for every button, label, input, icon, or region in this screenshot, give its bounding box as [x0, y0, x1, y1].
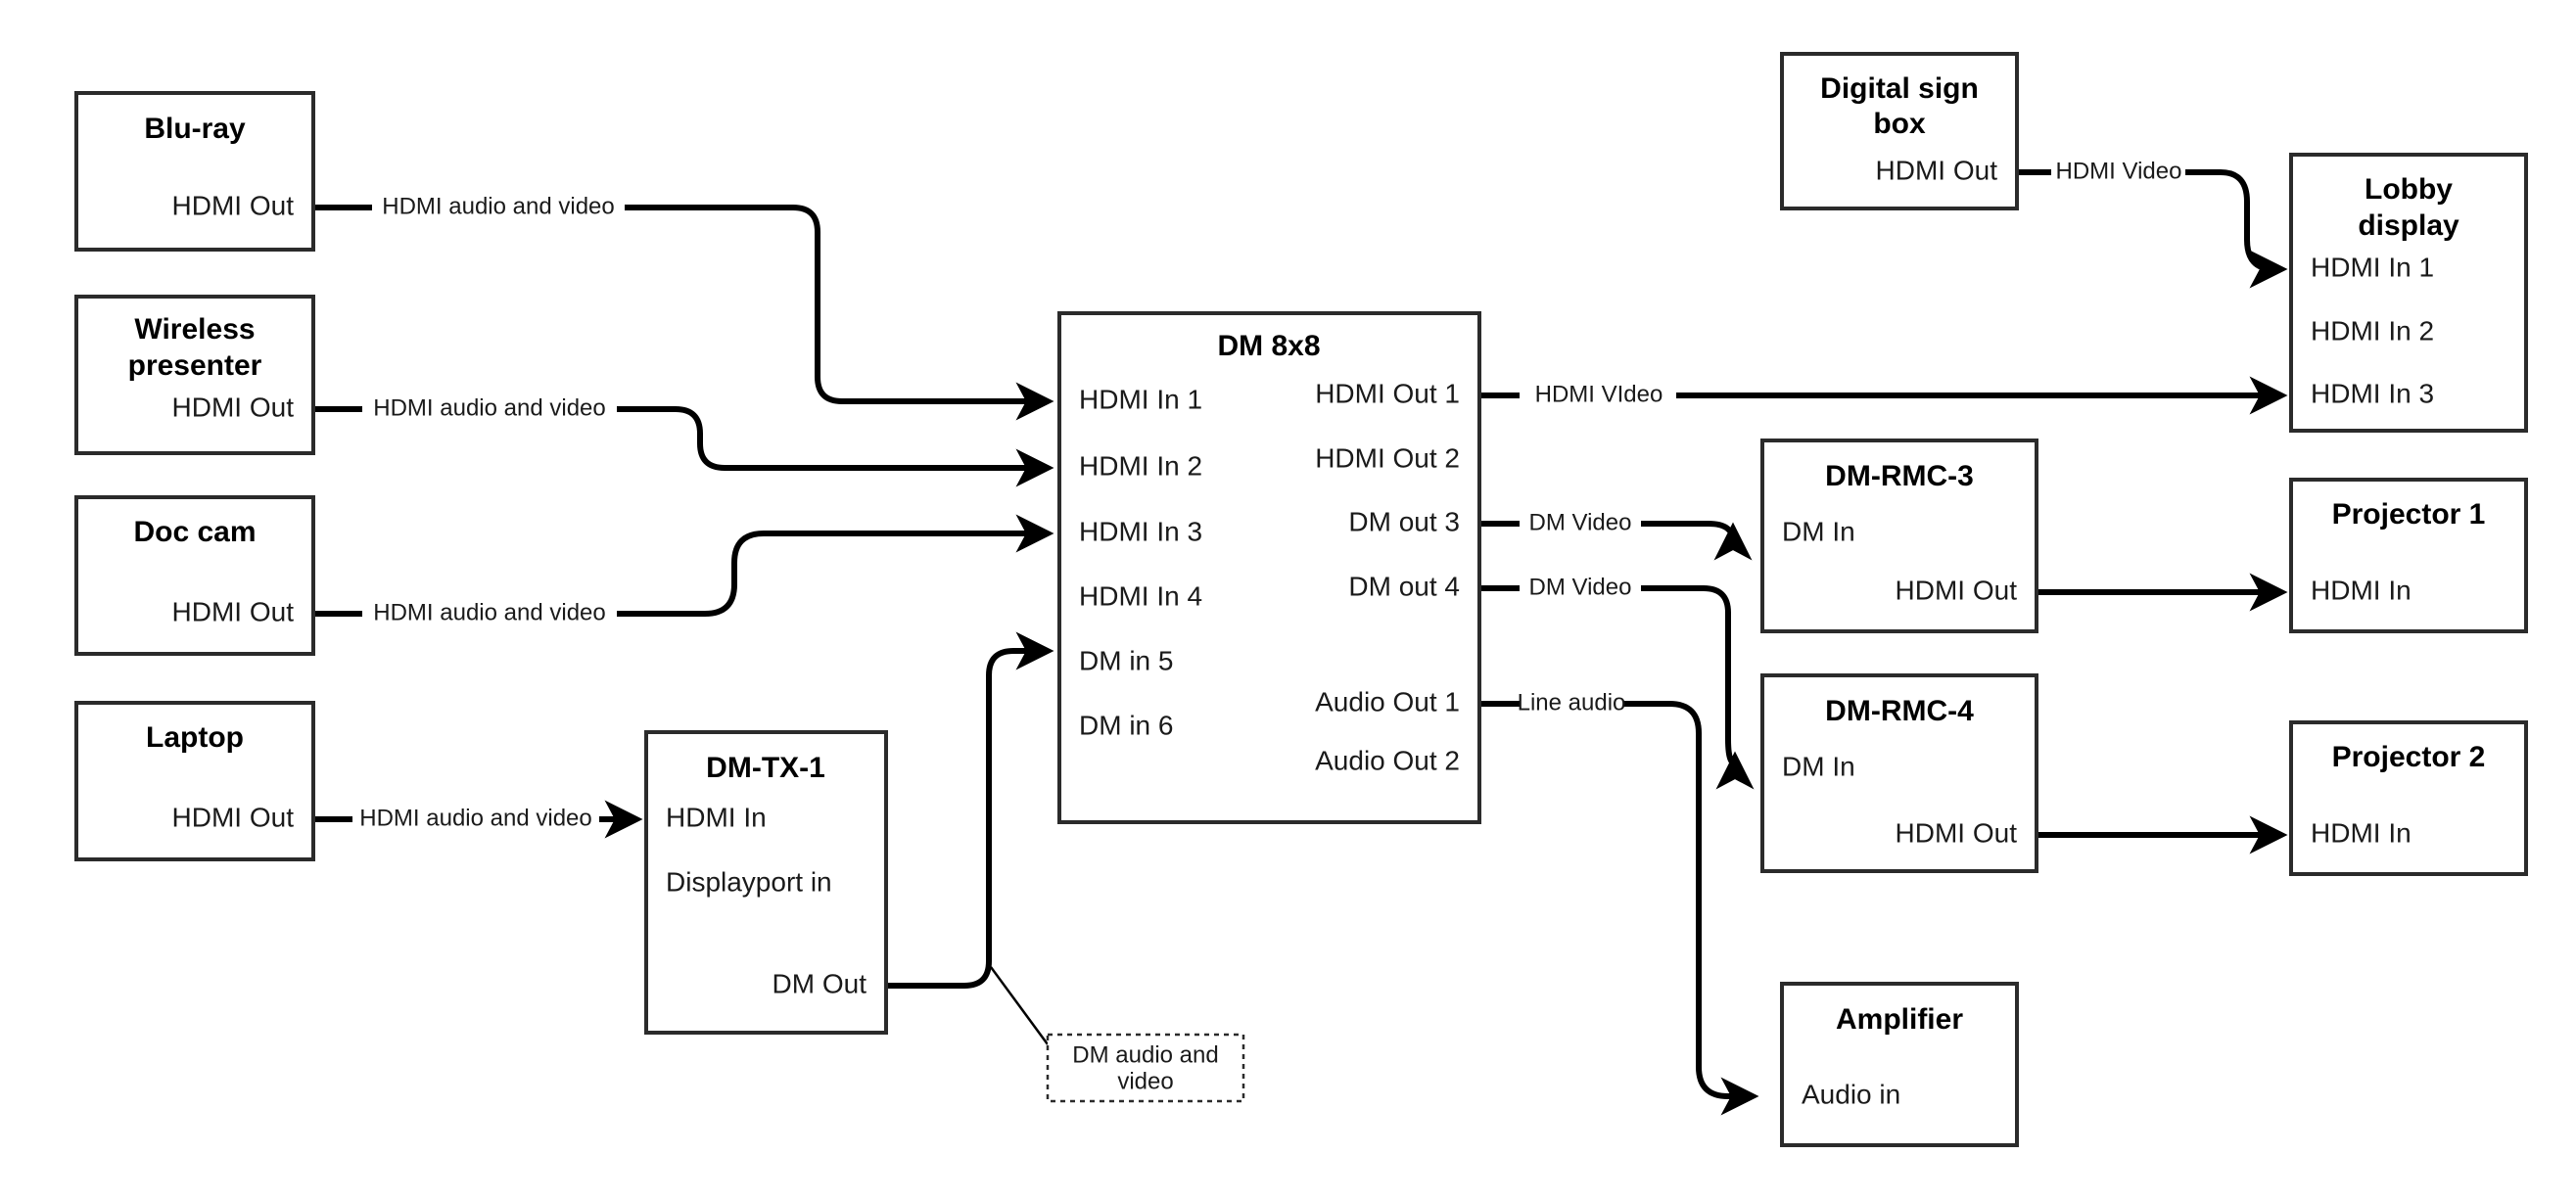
doc-cam-port-hdmi-out: HDMI Out	[172, 596, 295, 626]
dm-8x8-title: DM 8x8	[1217, 330, 1320, 362]
edge-label-doccam: HDMI audio and video	[373, 599, 605, 625]
dm-rmc-4-title: DM-RMC-4	[1825, 695, 1974, 727]
edge-dm-hdmi-out-1: HDMI VIdeo	[1479, 376, 2288, 415]
edge-bluray-to-dm-in-1: HDMI audio and video	[313, 193, 1054, 421]
dm-8x8-port-hdmi-in-4: HDMI In 4	[1079, 580, 1202, 611]
laptop-box[interactable]	[74, 701, 315, 861]
node-dm-rmc-3[interactable]: DM-RMC-3 DM In HDMI Out	[1760, 439, 2038, 633]
blu-ray-box[interactable]	[74, 91, 315, 252]
digital-sign-box-box[interactable]	[1780, 52, 2019, 210]
blu-ray-port-hdmi-out: HDMI Out	[172, 190, 295, 220]
dm-8x8-port-dm-in-5: DM in 5	[1079, 645, 1173, 675]
dm-8x8-port-hdmi-out-2: HDMI Out 2	[1315, 442, 1460, 473]
node-wireless-presenter[interactable]: Wireless presenter HDMI Out	[74, 295, 315, 455]
dm-tx-1-title: DM-TX-1	[706, 752, 825, 784]
lobby-display-port-hdmi-in-3: HDMI In 3	[2311, 378, 2434, 408]
edge-dmtx-to-dm-in-5	[886, 631, 1054, 1045]
edge-wireless-to-dm-in-2: HDMI audio and video	[313, 394, 1054, 487]
lobby-display-box[interactable]	[2289, 153, 2528, 433]
edge-label-dm-video-3: DM Video	[1529, 509, 1632, 535]
dm-8x8-port-hdmi-out-1: HDMI Out 1	[1315, 378, 1460, 408]
doc-cam-title: Doc cam	[133, 516, 256, 548]
dm-audio-video-callout-line-1: DM audio and	[1072, 1041, 1218, 1068]
edge-dm-out-4: DM Video	[1479, 574, 1755, 790]
edge-laptop-to-dmtx: HDMI audio and video	[313, 800, 643, 839]
lobby-display-title-line-2: display	[2358, 209, 2459, 242]
dm-rmc-4-port-dm-in: DM In	[1782, 751, 1855, 781]
node-lobby-display[interactable]: Lobby display HDMI In 1 HDMI In 2 HDMI I…	[2289, 153, 2528, 433]
lobby-display-port-hdmi-in-2: HDMI In 2	[2311, 315, 2434, 346]
projector-1-box[interactable]	[2289, 478, 2528, 633]
amplifier-box[interactable]	[1780, 982, 2019, 1147]
digital-sign-box-title-line-2: box	[1873, 108, 1926, 140]
dm-8x8-port-hdmi-in-1: HDMI In 1	[1079, 384, 1202, 414]
lobby-display-title-line-1: Lobby	[2365, 173, 2453, 206]
doc-cam-box[interactable]	[74, 495, 315, 656]
edge-label-laptop: HDMI audio and video	[359, 805, 591, 831]
laptop-title: Laptop	[146, 721, 244, 754]
edge-audio-out-1: Line audio	[1479, 689, 1759, 1116]
dm-rmc-3-port-hdmi-out: HDMI Out	[1896, 575, 2018, 605]
edge-label-hdmi-video-sign: HDMI Video	[2056, 158, 2182, 184]
edge-label-dm-video-4: DM Video	[1529, 574, 1632, 600]
amplifier-port-audio-in: Audio in	[1802, 1079, 1900, 1109]
dm-8x8-box[interactable]	[1057, 311, 1481, 824]
dm-8x8-port-audio-out-1: Audio Out 1	[1315, 686, 1460, 716]
edge-dm-out-3: DM Video	[1479, 509, 1753, 561]
dm-tx-1-port-hdmi-in: HDMI In	[666, 802, 767, 832]
node-blu-ray[interactable]: Blu-ray HDMI Out	[74, 91, 315, 252]
dm-rmc-3-port-dm-in: DM In	[1782, 516, 1855, 546]
projector-2-port-hdmi-in: HDMI In	[2311, 817, 2412, 848]
dm-audio-video-callout-line-2: video	[1117, 1068, 1173, 1094]
dm-8x8-port-dm-out-4: DM out 4	[1348, 571, 1460, 601]
dm-rmc-3-title: DM-RMC-3	[1825, 460, 1974, 492]
wireless-presenter-title-line-2: presenter	[128, 349, 262, 382]
dm-8x8-port-dm-out-3: DM out 3	[1348, 506, 1460, 536]
projector-1-title: Projector 1	[2332, 498, 2486, 531]
dm-audio-video-callout-box	[1046, 1033, 1245, 1103]
edge-label-hdmi-video-out1: HDMI VIdeo	[1535, 381, 1663, 407]
edge-doccam-to-dm-in-3: HDMI audio and video	[313, 514, 1054, 625]
dm-tx-1-box[interactable]	[644, 730, 888, 1035]
edge-label-line-audio: Line audio	[1518, 689, 1626, 716]
projector-1-port-hdmi-in: HDMI In	[2311, 575, 2412, 605]
laptop-port-hdmi-out: HDMI Out	[172, 802, 295, 832]
lobby-display-port-hdmi-in-1: HDMI In 1	[2311, 252, 2434, 282]
callout-dm-audio-and-video: DM audio and video	[1046, 1033, 1245, 1103]
dm-rmc-3-box[interactable]	[1760, 439, 2038, 633]
node-doc-cam[interactable]: Doc cam HDMI Out	[74, 495, 315, 656]
node-projector-1[interactable]: Projector 1 HDMI In	[2289, 478, 2528, 633]
projector-2-title: Projector 2	[2332, 741, 2486, 773]
dm-8x8-port-hdmi-in-3: HDMI In 3	[1079, 516, 1202, 546]
dm-rmc-4-box[interactable]	[1760, 673, 2038, 873]
dm-8x8-port-audio-out-2: Audio Out 2	[1315, 745, 1460, 775]
node-dm-rmc-4[interactable]: DM-RMC-4 DM In HDMI Out	[1760, 673, 2038, 873]
dm-tx-1-port-dm-out: DM Out	[773, 968, 867, 998]
wireless-presenter-box[interactable]	[74, 295, 315, 455]
node-amplifier[interactable]: Amplifier Audio in	[1780, 982, 2019, 1147]
node-dm-tx-1[interactable]: DM-TX-1 HDMI In Displayport in DM Out	[644, 730, 888, 1035]
edge-sign-to-lobby: HDMI Video	[2017, 158, 2288, 289]
node-dm-8x8[interactable]: DM 8x8 HDMI In 1 HDMI In 2 HDMI In 3 HDM…	[1057, 311, 1481, 824]
digital-sign-box-port-hdmi-out: HDMI Out	[1876, 155, 1998, 185]
node-projector-2[interactable]: Projector 2 HDMI In	[2289, 720, 2528, 876]
dm-rmc-4-port-hdmi-out: HDMI Out	[1896, 817, 2018, 848]
node-digital-sign-box[interactable]: Digital sign box HDMI Out	[1780, 52, 2019, 210]
dm-8x8-port-hdmi-in-2: HDMI In 2	[1079, 450, 1202, 481]
wireless-presenter-title-line-1: Wireless	[134, 313, 255, 346]
dm-8x8-port-dm-in-6: DM in 6	[1079, 710, 1173, 740]
edge-label-bluray: HDMI audio and video	[382, 193, 614, 219]
edge-label-wireless: HDMI audio and video	[373, 394, 605, 421]
digital-sign-box-title-line-1: Digital sign	[1820, 72, 1979, 105]
amplifier-title: Amplifier	[1836, 1003, 1963, 1036]
node-laptop[interactable]: Laptop HDMI Out	[74, 701, 315, 861]
dm-tx-1-port-displayport-in: Displayport in	[666, 866, 832, 897]
blu-ray-title: Blu-ray	[144, 113, 246, 145]
wireless-presenter-port-hdmi-out: HDMI Out	[172, 392, 295, 422]
projector-2-box[interactable]	[2289, 720, 2528, 876]
